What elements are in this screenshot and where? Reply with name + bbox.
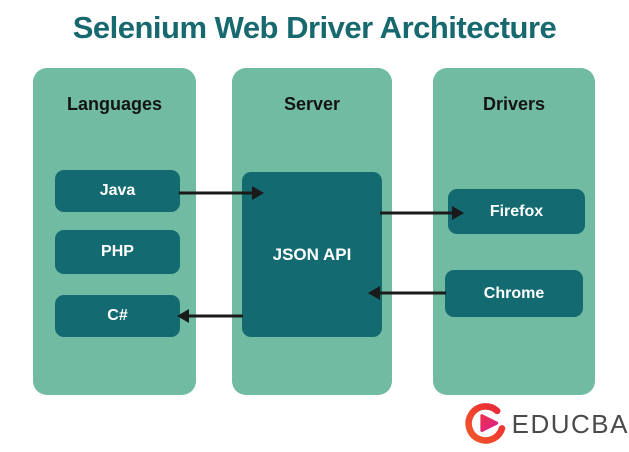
node-firefox: Firefox [448,189,585,234]
node-json-api: JSON API [242,172,382,337]
node-chrome: Chrome [445,270,583,317]
node-csharp: C# [55,295,180,337]
node-java: Java [55,170,180,212]
diagram-title: Selenium Web Driver Architecture [72,10,557,45]
panel-server-heading: Server [283,94,341,114]
panel-drivers-heading: Drivers [482,94,546,114]
panel-languages-heading: Languages [66,94,163,114]
node-php: PHP [55,230,180,274]
educba-logo: EDUCBA [464,396,629,452]
educba-logo-text: EDUCBA [511,408,629,439]
educba-logo-icon [465,403,506,444]
